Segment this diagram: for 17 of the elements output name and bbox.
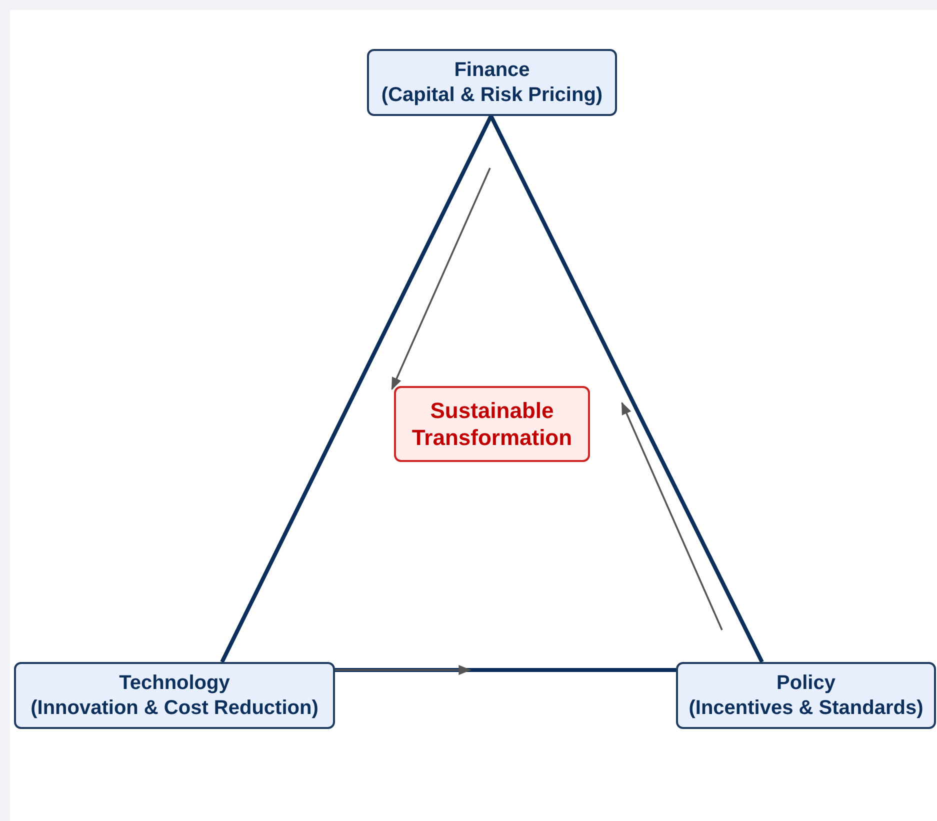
- arrow: [335, 664, 472, 676]
- node-label: (Capital & Risk Pricing): [381, 82, 603, 108]
- node-label: (Incentives & Standards): [688, 696, 924, 720]
- triangle-side-line: [489, 115, 764, 663]
- node-label: Sustainable Transformation: [410, 397, 574, 451]
- triangle-side-line: [335, 668, 676, 672]
- arrow: [621, 402, 723, 630]
- central-goal-box: [394, 386, 590, 462]
- triangle-side-line: [220, 115, 493, 663]
- node-label: Technology: [119, 670, 230, 696]
- factor-box: [367, 49, 617, 116]
- node-label: Finance: [454, 58, 530, 82]
- arrow: [391, 168, 491, 390]
- node-label: Policy: [776, 670, 836, 696]
- factor-box: [14, 662, 335, 729]
- node-label: (Innovation & Cost Reduction): [30, 696, 318, 720]
- factor-box: [676, 662, 936, 729]
